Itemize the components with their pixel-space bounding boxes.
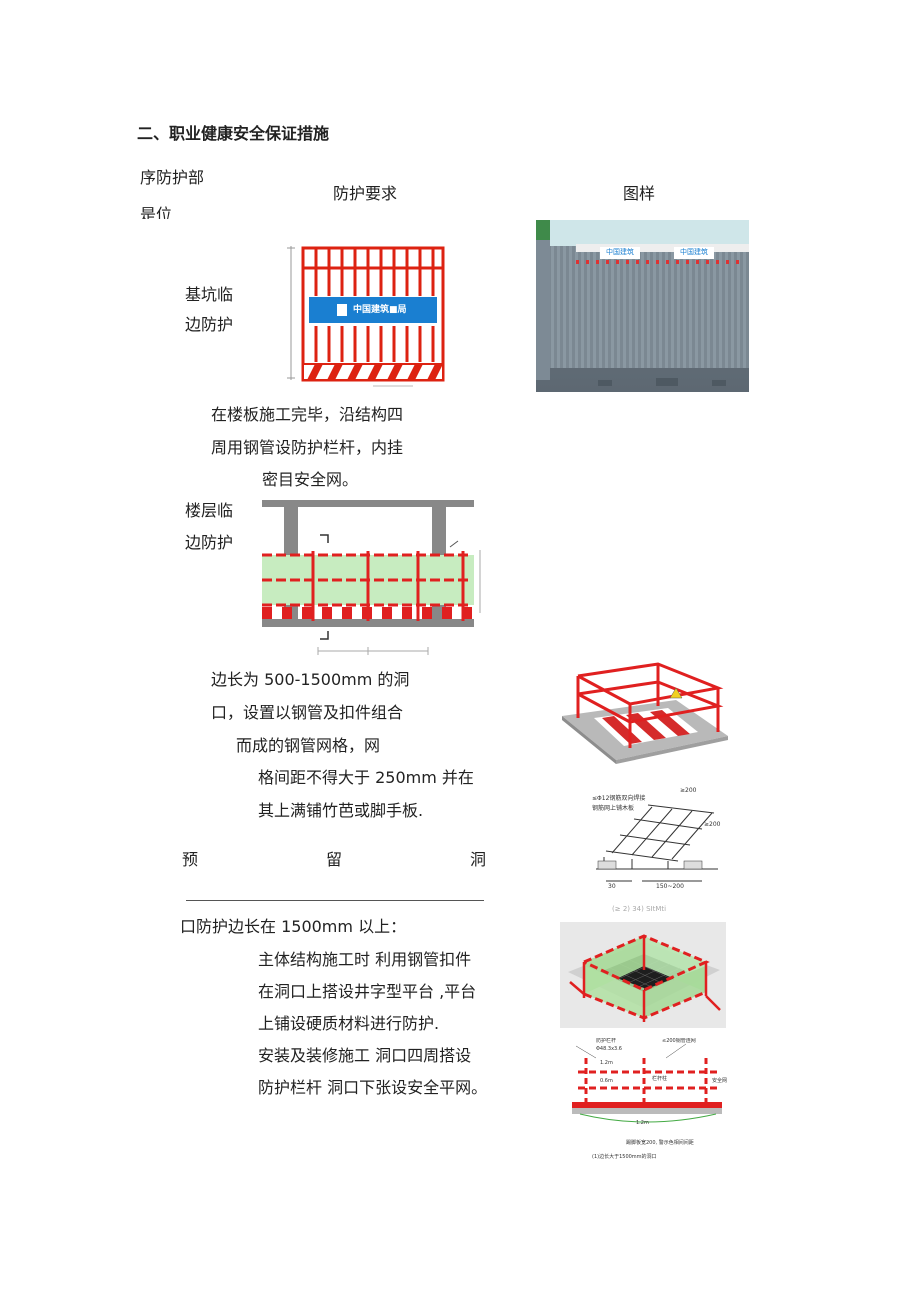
grid-dim-left: 30 <box>608 883 616 890</box>
hole-small-req-line2: 口，设置以钢管及扣件组合 <box>211 703 404 722</box>
grid-dim-top: ≥200 <box>680 787 697 794</box>
grid-caption: (≥ 2) 34) SItMti <box>612 905 667 913</box>
floor-railing-figure <box>258 495 488 655</box>
rail-label-7: 安全网 <box>712 1078 728 1084</box>
hole-large-req-line5: 安装及装修施工 洞口四周搭设 <box>258 1046 472 1065</box>
pit-part-line1: 基坑临 <box>185 285 234 304</box>
header-part-clip: 是位 <box>140 205 200 219</box>
hole-large-part-c: 洞 <box>470 850 487 869</box>
header-part-line2: 是位 <box>140 205 173 219</box>
hole-grid-drawing: ≤Φ12钢筋双向焊接 钢筋网上铺木板 ≥200 ≥200 30 150~200 <box>592 785 722 893</box>
rail-label-8: 1.2m <box>636 1120 649 1126</box>
hole-small-req-line1: 边长为 500-1500mm 的洞 <box>211 670 410 689</box>
pit-wall-photo: 中国建筑 中国建筑 <box>536 220 749 392</box>
floor-req-line3: 密目安全网。 <box>262 470 359 489</box>
rail-label-2: Φ48.3x3.6 <box>596 1046 622 1052</box>
floor-req-line2: 周用钢管设防护栏杆，内挂 <box>211 438 404 457</box>
pit-fence-figure: 中国建筑■局 <box>283 240 453 390</box>
fence-banner-text: 中国建筑■局 <box>353 305 407 315</box>
floor-part-line2: 边防护 <box>185 533 234 552</box>
hole-large-req-line2: 主体结构施工时 利用钢管扣件 <box>258 950 472 969</box>
hole-large-part-a: 预 <box>182 850 199 869</box>
header-requirement: 防护要求 <box>333 184 398 203</box>
grid-dim-bottom: 150~200 <box>656 883 684 890</box>
hole-small-req-line3: 而成的钢管网格，网 <box>236 736 381 755</box>
grid-dim-side: ≥200 <box>704 821 721 828</box>
hole-small-req-line5: 其上满铺竹芭或脚手板. <box>258 801 424 820</box>
floor-req-line1: 在楼板施工完毕，沿结构四 <box>211 405 404 424</box>
rail-label-3: ≤200钢管连网 <box>662 1038 696 1044</box>
rail-label-4: 1.2m <box>600 1060 613 1066</box>
hole-large-req-line6: 防护栏杆 洞口下张设安全平网。 <box>258 1078 488 1097</box>
hole-large-part-b: 留 <box>326 850 343 869</box>
hole-large-req-line4: 上铺设硬质材料进行防护. <box>258 1014 440 1033</box>
wall-banner-1: 中国建筑 <box>606 248 634 256</box>
rail-label-1: 防护栏杆 <box>596 1038 617 1044</box>
rail-caption-2: (1)边长大于1500mm的洞口 <box>592 1154 657 1160</box>
wall-banner-2: 中国建筑 <box>680 248 708 256</box>
hole-large-req-line1: 口防护边长在 1500mm 以上： <box>180 917 407 936</box>
rail-label-6: 栏杆柱 <box>652 1076 668 1082</box>
rail-label-5: 0.6m <box>600 1078 613 1084</box>
grid-label-2: 钢筋网上铺木板 <box>592 805 635 812</box>
section-title: 二、职业健康安全保证措施 <box>137 124 330 143</box>
header-part-line1: 序防护部 <box>140 168 205 187</box>
pit-part-line2: 边防护 <box>185 315 234 334</box>
hole-large-underline <box>186 900 484 901</box>
header-figure: 图样 <box>623 184 656 203</box>
hole-rail-drawing: 防护栏杆 Φ48.3x3.6 ≤200钢管连网 1.2m 0.6m 栏杆柱 安全… <box>566 1038 732 1166</box>
hole-railing-3d-figure <box>558 658 730 766</box>
hole-large-req-line3: 在洞口上搭设井字型平台 ,平台 <box>258 982 477 1001</box>
hole-net-photo <box>560 922 726 1028</box>
grid-label-1: ≤Φ12钢筋双向焊接 <box>592 795 646 802</box>
rail-caption-1: 踢脚板宽200, 警示色相间间距 <box>626 1140 694 1146</box>
floor-part-line1: 楼层临 <box>185 501 234 520</box>
hole-small-req-line4: 格间距不得大于 250mm 并在 <box>258 768 474 787</box>
